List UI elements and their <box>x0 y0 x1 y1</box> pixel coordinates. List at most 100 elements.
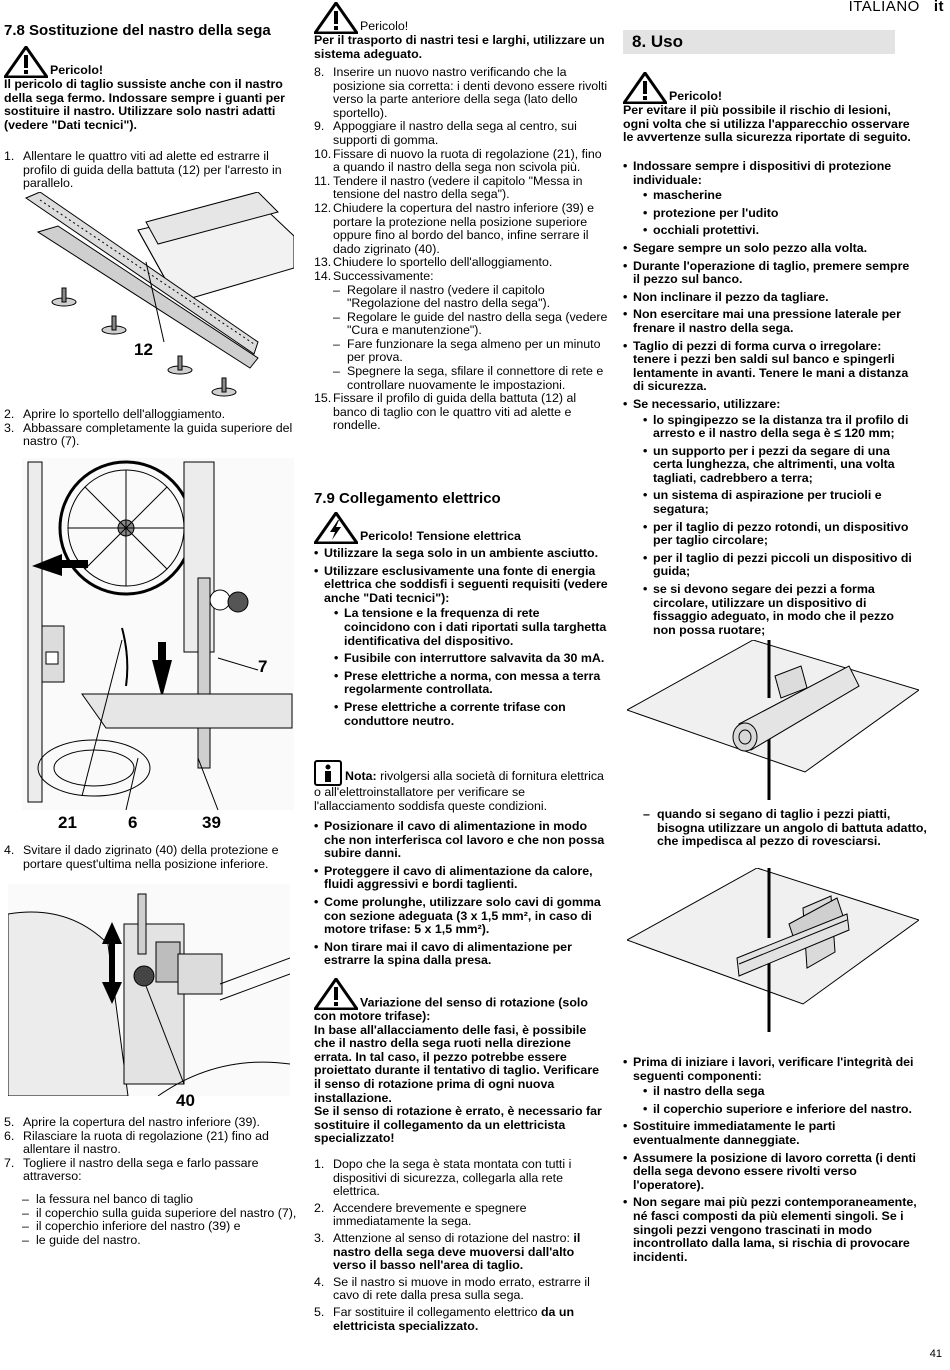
warning-text: Per evitare il più possibile il rischio … <box>623 103 911 145</box>
step-number: 2. <box>4 407 15 421</box>
list-item: Fusibile con interruttore salvavita da 3… <box>334 652 608 666</box>
warning-label: Pericolo! <box>50 63 104 78</box>
step-4: 4.Svitare il dado zigrinato (40) della p… <box>4 843 296 871</box>
step-14: 14.Successivamente: Regolare il nastro (… <box>314 269 608 393</box>
rotation-step-5: 5.Far sostituire il collegamento elettri… <box>314 1304 608 1333</box>
wing-screw-icon <box>51 287 77 307</box>
step-7-list: la fessura nel banco di taglio il coperc… <box>4 1192 298 1248</box>
warning-label: Pericolo! Tensione elettrica <box>360 529 521 544</box>
list-item: Regolare il nastro (vedere il capitolo "… <box>333 283 608 311</box>
flat-piece-note: quando si segano di taglio i pezzi piatt… <box>623 807 938 849</box>
list-item: protezione per l'udito <box>643 206 918 221</box>
step-8: 8. Inserire un nuovo nastro verificando c… <box>314 65 608 120</box>
step-number: 11. <box>314 173 331 188</box>
callout-6: 6 <box>128 813 138 832</box>
page-number: 41 <box>929 1348 942 1361</box>
callout-40: 40 <box>176 1091 195 1110</box>
list-item: Utilizzare la sega solo in un ambiente a… <box>314 546 608 561</box>
step-number: 3. <box>4 420 15 435</box>
warning-electric: Pericolo! Tensione elettrica <box>314 512 608 544</box>
step-number: 12. <box>314 200 332 215</box>
step-number: 2. <box>314 1200 325 1215</box>
section-heading-8: 8. Uso <box>623 30 895 54</box>
rotation-step-3: 3. Attenzione al senso di rotazione del n… <box>314 1230 608 1273</box>
steps-1: 1.Allentare le quattro viti ad alette ed… <box>4 149 294 191</box>
step-text-bold: il nastro della sega deve muoversi dall'… <box>333 1230 581 1273</box>
usage-rules: Indossare sempre i dispositivi di protez… <box>623 159 918 641</box>
callout-39: 39 <box>202 813 221 832</box>
list-item: Fare funzionare la sega almeno per un mi… <box>333 337 608 365</box>
step-number: 3. <box>314 1230 325 1245</box>
warning-header: Variazione del senso di rotazione (solo … <box>313 977 608 1024</box>
list-item: un supporto per i pezzi da segare di una… <box>643 444 918 486</box>
step-14-list: Regolare il nastro (vedere il capitolo "… <box>333 283 608 393</box>
list-item: le guide del nastro. <box>22 1233 298 1248</box>
header-language-code: it <box>933 0 944 15</box>
step-1: 1.Allentare le quattro viti ad alette ed… <box>4 149 294 191</box>
list-item: per il taglio di pezzo rotondi, un dispo… <box>643 520 918 548</box>
list-item: Utilizzare esclusivamente una fonte di e… <box>314 564 608 729</box>
list-item: quando si segano di taglio i pezzi piatt… <box>643 807 938 849</box>
section-heading-7-9: 7.9 Collegamento elettrico <box>314 490 501 507</box>
warning-header: Pericolo! Tensione elettrica <box>314 512 608 544</box>
callout-21: 21 <box>58 813 77 832</box>
warning-triangle-icon <box>4 46 48 78</box>
list-item-text: Prima di iniziare i lavori, verificare l… <box>633 1055 914 1083</box>
electric-sublist: La tensione e la frequenza di rete coinc… <box>324 607 608 728</box>
protection-sublist: mascherine protezione per l'udito occhia… <box>633 189 918 238</box>
list-item: Durante l'operazione di taglio, premere … <box>623 259 918 287</box>
step-6: 6.Rilasciare la ruota di regolazione (21… <box>4 1128 296 1157</box>
step-number: 13. <box>314 255 332 270</box>
warning-text: Per il trasporto di nastri tesi e larghi… <box>314 33 605 61</box>
list-item: Prese elettriche a corrente trifase con … <box>334 700 608 728</box>
list-item: Sostituire immediatamente le parti event… <box>623 1120 918 1147</box>
warning-header: Pericolo! <box>314 2 608 34</box>
components-sublist: il nastro della sega il coperchio superi… <box>633 1085 918 1116</box>
list-item: Assumere la posizione di lavoro corretta… <box>623 1151 918 1193</box>
step-text: Inserire un nuovo nastro verificando che… <box>333 65 608 120</box>
accessories-sublist: lo spingipezzo se la distanza tra il pro… <box>633 413 918 638</box>
step-10: 10.Fissare di nuovo la ruota di regolazi… <box>314 146 608 175</box>
list-item: un sistema di aspirazione per trucioli e… <box>643 489 918 516</box>
step-text: Fissare il profilo di guida della battut… <box>333 391 577 433</box>
step-text: Aprire lo sportello dell'alloggiamento. <box>23 407 226 421</box>
step-number: 7. <box>4 1155 15 1170</box>
warning-block-2: Pericolo! Per il trasporto di nastri tes… <box>314 2 608 61</box>
step-text: Tendere il nastro (vedere il capitolo "M… <box>333 173 583 202</box>
step-text: Dopo che la sega è stata montata con tut… <box>333 1157 572 1199</box>
step-text-bold: da un elettricista specializzato. <box>333 1304 575 1333</box>
figure-blade-guard <box>8 884 290 1096</box>
warning-label: Variazione del senso di rotazione (solo … <box>314 995 588 1023</box>
list-item: il coperchio inferiore del nastro (39) e <box>22 1220 298 1234</box>
step-text: Allentare le quattro viti ad alette ed e… <box>23 149 282 191</box>
step-number: 8. <box>314 65 325 79</box>
step-11: 11.Tendere il nastro (vedere il capitolo… <box>314 173 608 202</box>
step-number: 6. <box>4 1128 15 1143</box>
callout-7: 7 <box>258 657 268 676</box>
step-text: Aprire la copertura del nastro inferiore… <box>23 1115 260 1129</box>
inspection-rules: Prima di iniziare i lavori, verificare l… <box>623 1055 918 1268</box>
warning-triangle-icon <box>314 2 358 34</box>
step-number: 10. <box>314 146 332 161</box>
warning-block-3: Pericolo! Per evitare il più possibile i… <box>623 72 918 145</box>
warning-block-1: Pericolo! Il pericolo di taglio sussiste… <box>4 46 296 132</box>
step-text: Attenzione al senso di rotazione del nas… <box>333 1230 570 1245</box>
figure-guide-profile <box>24 192 294 397</box>
list-item: il coperchio sulla guida superiore del n… <box>22 1206 298 1221</box>
list-item: Prese elettriche a norma, con messa a te… <box>334 669 608 697</box>
step-number: 1. <box>314 1157 325 1171</box>
list-item: Non segare mai più pezzi contemporaneame… <box>623 1196 918 1264</box>
electric-requirements: Utilizzare la sega solo in un ambiente a… <box>314 546 608 732</box>
note-label: Nota: <box>345 769 377 783</box>
step-2: 2. Aprire lo sportello dell'alloggiamento… <box>4 407 296 422</box>
list-item: il coperchio superiore e inferiore del n… <box>643 1102 918 1117</box>
list-item: lo spingipezzo se la distanza tra il pro… <box>643 413 918 441</box>
section-heading-7-8: 7.8 Sostituzione del nastro della sega <box>4 22 271 39</box>
rotation-step-1: 1. Dopo che la sega è stata montata con t… <box>314 1157 608 1199</box>
step-5: 5. Aprire la copertura del nastro inferio… <box>4 1115 296 1130</box>
wing-screw-icon <box>101 315 127 335</box>
cable-instructions: Posizionare il cavo di alimentazione in … <box>314 819 608 972</box>
step-number: 5. <box>4 1115 15 1129</box>
list-item: se si devono segare dei pezzi a forma ci… <box>643 582 918 637</box>
